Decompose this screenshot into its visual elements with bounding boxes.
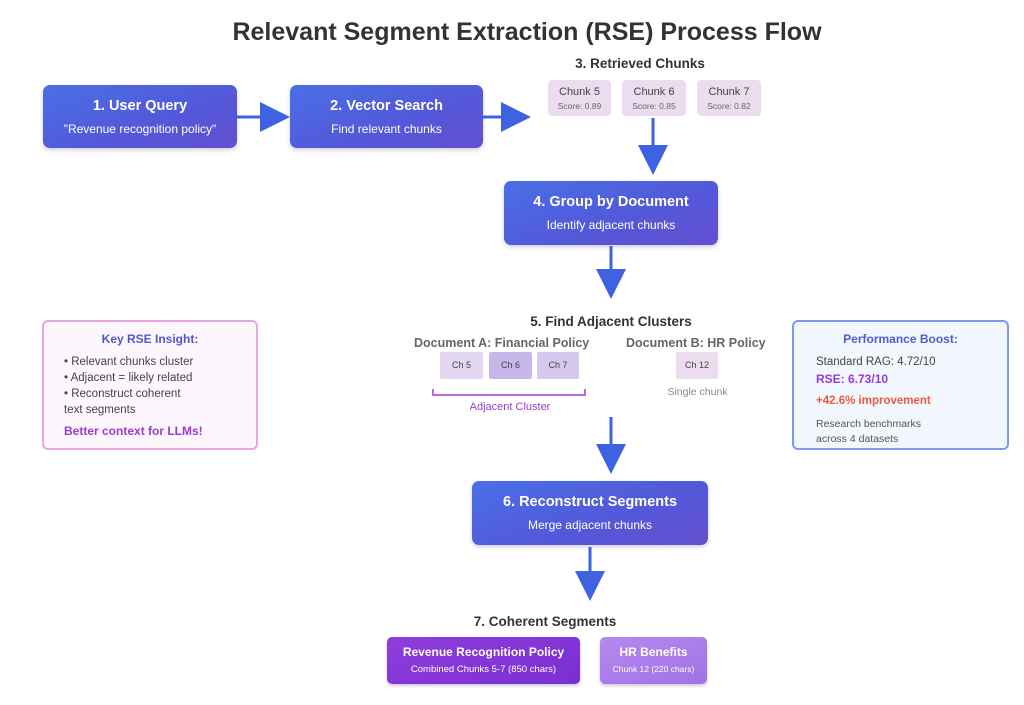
vector-search-text: Find relevant chunks — [331, 122, 442, 136]
vector-search-box: 2. Vector Search Find relevant chunks — [290, 85, 483, 148]
chunk-label: Chunk 7 — [708, 86, 750, 98]
benchmark-note: Research benchmarks across 4 datasets — [816, 417, 1007, 447]
performance-panel: Performance Boost: Standard RAG: 4.72/10… — [792, 320, 1009, 450]
adjacent-cluster-bracket — [432, 389, 586, 396]
cluster-chunk-7: Ch 7 — [537, 352, 579, 379]
benchmark-note-line: Research benchmarks — [816, 418, 922, 430]
insight-line: • Adjacent = likely related — [64, 372, 193, 384]
cluster-chunk-5: Ch 5 — [440, 352, 483, 379]
retrieved-chunk-6: Chunk 6 Score: 0.85 — [622, 80, 686, 116]
coherent-segments-title: 7. Coherent Segments — [473, 614, 617, 629]
rse-score: RSE: 6.73/10 — [816, 372, 889, 386]
reconstruct-segments-box: 6. Reconstruct Segments Merge adjacent c… — [472, 481, 708, 545]
retrieved-chunk-7: Chunk 7 Score: 0.82 — [697, 80, 761, 116]
group-by-document-text: Identify adjacent chunks — [546, 218, 676, 232]
segment-title: HR Benefits — [619, 645, 688, 659]
standard-rag-score: Standard RAG: 4.72/10 — [816, 356, 936, 368]
segment-revenue-recognition: Revenue Recognition Policy Combined Chun… — [387, 637, 580, 684]
chunk-score: Score: 0.85 — [632, 101, 676, 111]
adjacent-cluster-label: Adjacent Cluster — [469, 401, 551, 413]
adjacent-clusters-title: 5. Find Adjacent Clusters — [530, 314, 692, 329]
group-by-document-box: 4. Group by Document Identify adjacent c… — [504, 181, 718, 245]
insight-line: • Reconstruct coherent — [64, 388, 181, 400]
performance-heading: Performance Boost: — [843, 332, 958, 346]
user-query-text: "Revenue recognition policy" — [63, 122, 217, 136]
single-chunk-note: Single chunk — [667, 386, 728, 398]
chunk-score: Score: 0.82 — [707, 101, 751, 111]
segment-title: Revenue Recognition Policy — [402, 645, 565, 659]
retrieved-chunk-5: Chunk 5 Score: 0.89 — [548, 80, 611, 116]
chunk-score: Score: 0.89 — [557, 101, 602, 111]
vector-search-title: 2. Vector Search — [330, 98, 443, 114]
insight-line: text segments — [64, 404, 136, 416]
cluster-chunk-6: Ch 6 — [489, 352, 532, 379]
reconstruct-segments-title: 6. Reconstruct Segments — [502, 494, 678, 510]
benchmark-note-line: across 4 datasets — [816, 433, 899, 445]
key-insight-heading: Key RSE Insight: — [101, 332, 199, 346]
improvement-value: +42.6% improvement — [816, 395, 931, 407]
retrieved-chunks-title: 3. Retrieved Chunks — [575, 56, 705, 71]
chunk-label: Chunk 6 — [633, 86, 675, 98]
user-query-box: 1. User Query "Revenue recognition polic… — [43, 85, 237, 148]
key-insight-footer: Better context for LLMs! — [64, 424, 203, 438]
segment-detail: Combined Chunks 5-7 (850 chars) — [410, 664, 557, 675]
page-title: Relevant Segment Extraction (RSE) Proces… — [232, 18, 822, 46]
user-query-title: 1. User Query — [92, 98, 188, 114]
document-a-label: Document A: Financial Policy — [414, 336, 590, 350]
insight-line: • Relevant chunks cluster — [64, 356, 194, 368]
chunk-label: Chunk 5 — [559, 86, 600, 98]
key-insight-panel: Key RSE Insight: • Relevant chunks clust… — [42, 320, 258, 450]
cluster-chunk-12: Ch 12 — [676, 352, 718, 379]
segment-hr-benefits: HR Benefits Chunk 12 (220 chars) — [600, 637, 707, 684]
reconstruct-segments-text: Merge adjacent chunks — [527, 518, 653, 532]
group-by-document-title: 4. Group by Document — [533, 194, 689, 210]
document-b-label: Document B: HR Policy — [626, 336, 766, 350]
segment-detail: Chunk 12 (220 chars) — [612, 664, 695, 674]
